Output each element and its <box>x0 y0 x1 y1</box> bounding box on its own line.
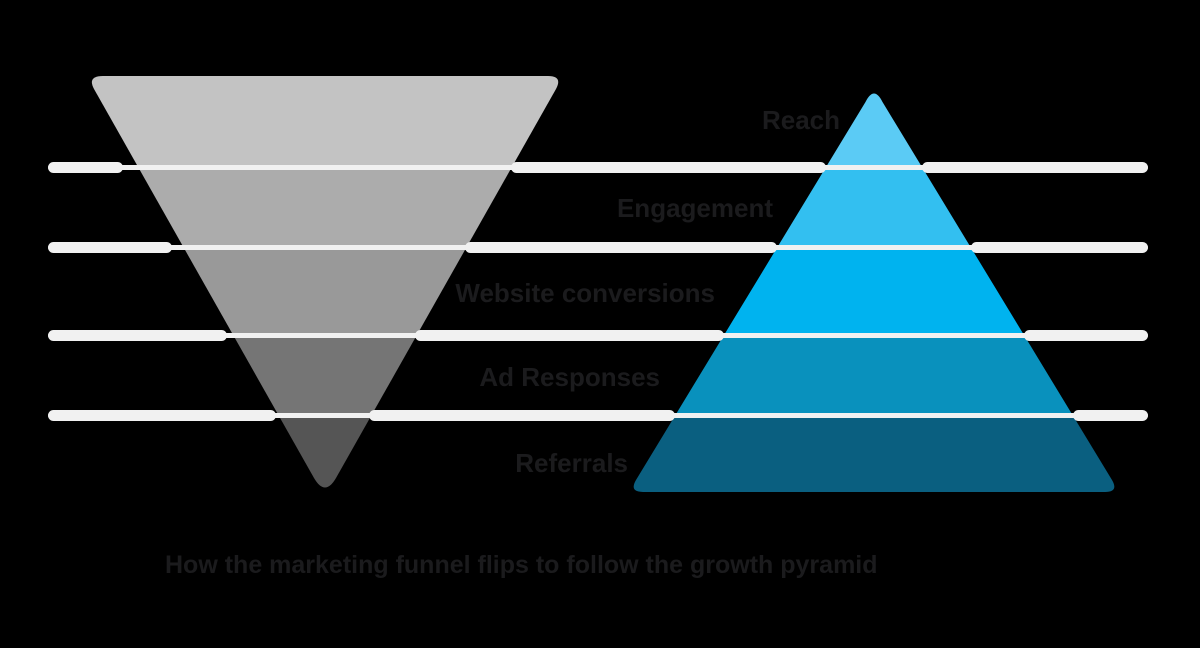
divider-line-4 <box>48 410 1148 421</box>
divider-line-2 <box>48 242 1148 253</box>
diagram-caption: How the marketing funnel flips to follow… <box>165 551 878 579</box>
divider-line-1 <box>48 162 1148 173</box>
level-label-website-conversions: Website conversions <box>455 278 715 308</box>
pyramid-level-1 <box>633 93 1115 167</box>
level-label-referrals: Referrals <box>515 448 628 478</box>
divider-line-3 <box>48 330 1148 341</box>
funnel-level-2 <box>91 167 559 247</box>
level-label-ad-responses: Ad Responses <box>479 362 660 392</box>
funnel-level-1 <box>91 76 559 167</box>
funnel-level-5 <box>91 415 559 488</box>
level-label-engagement: Engagement <box>616 193 773 223</box>
pyramid-level-4 <box>633 335 1115 415</box>
level-label-reach: Reach <box>761 105 840 135</box>
pyramid-level-5 <box>633 415 1115 492</box>
